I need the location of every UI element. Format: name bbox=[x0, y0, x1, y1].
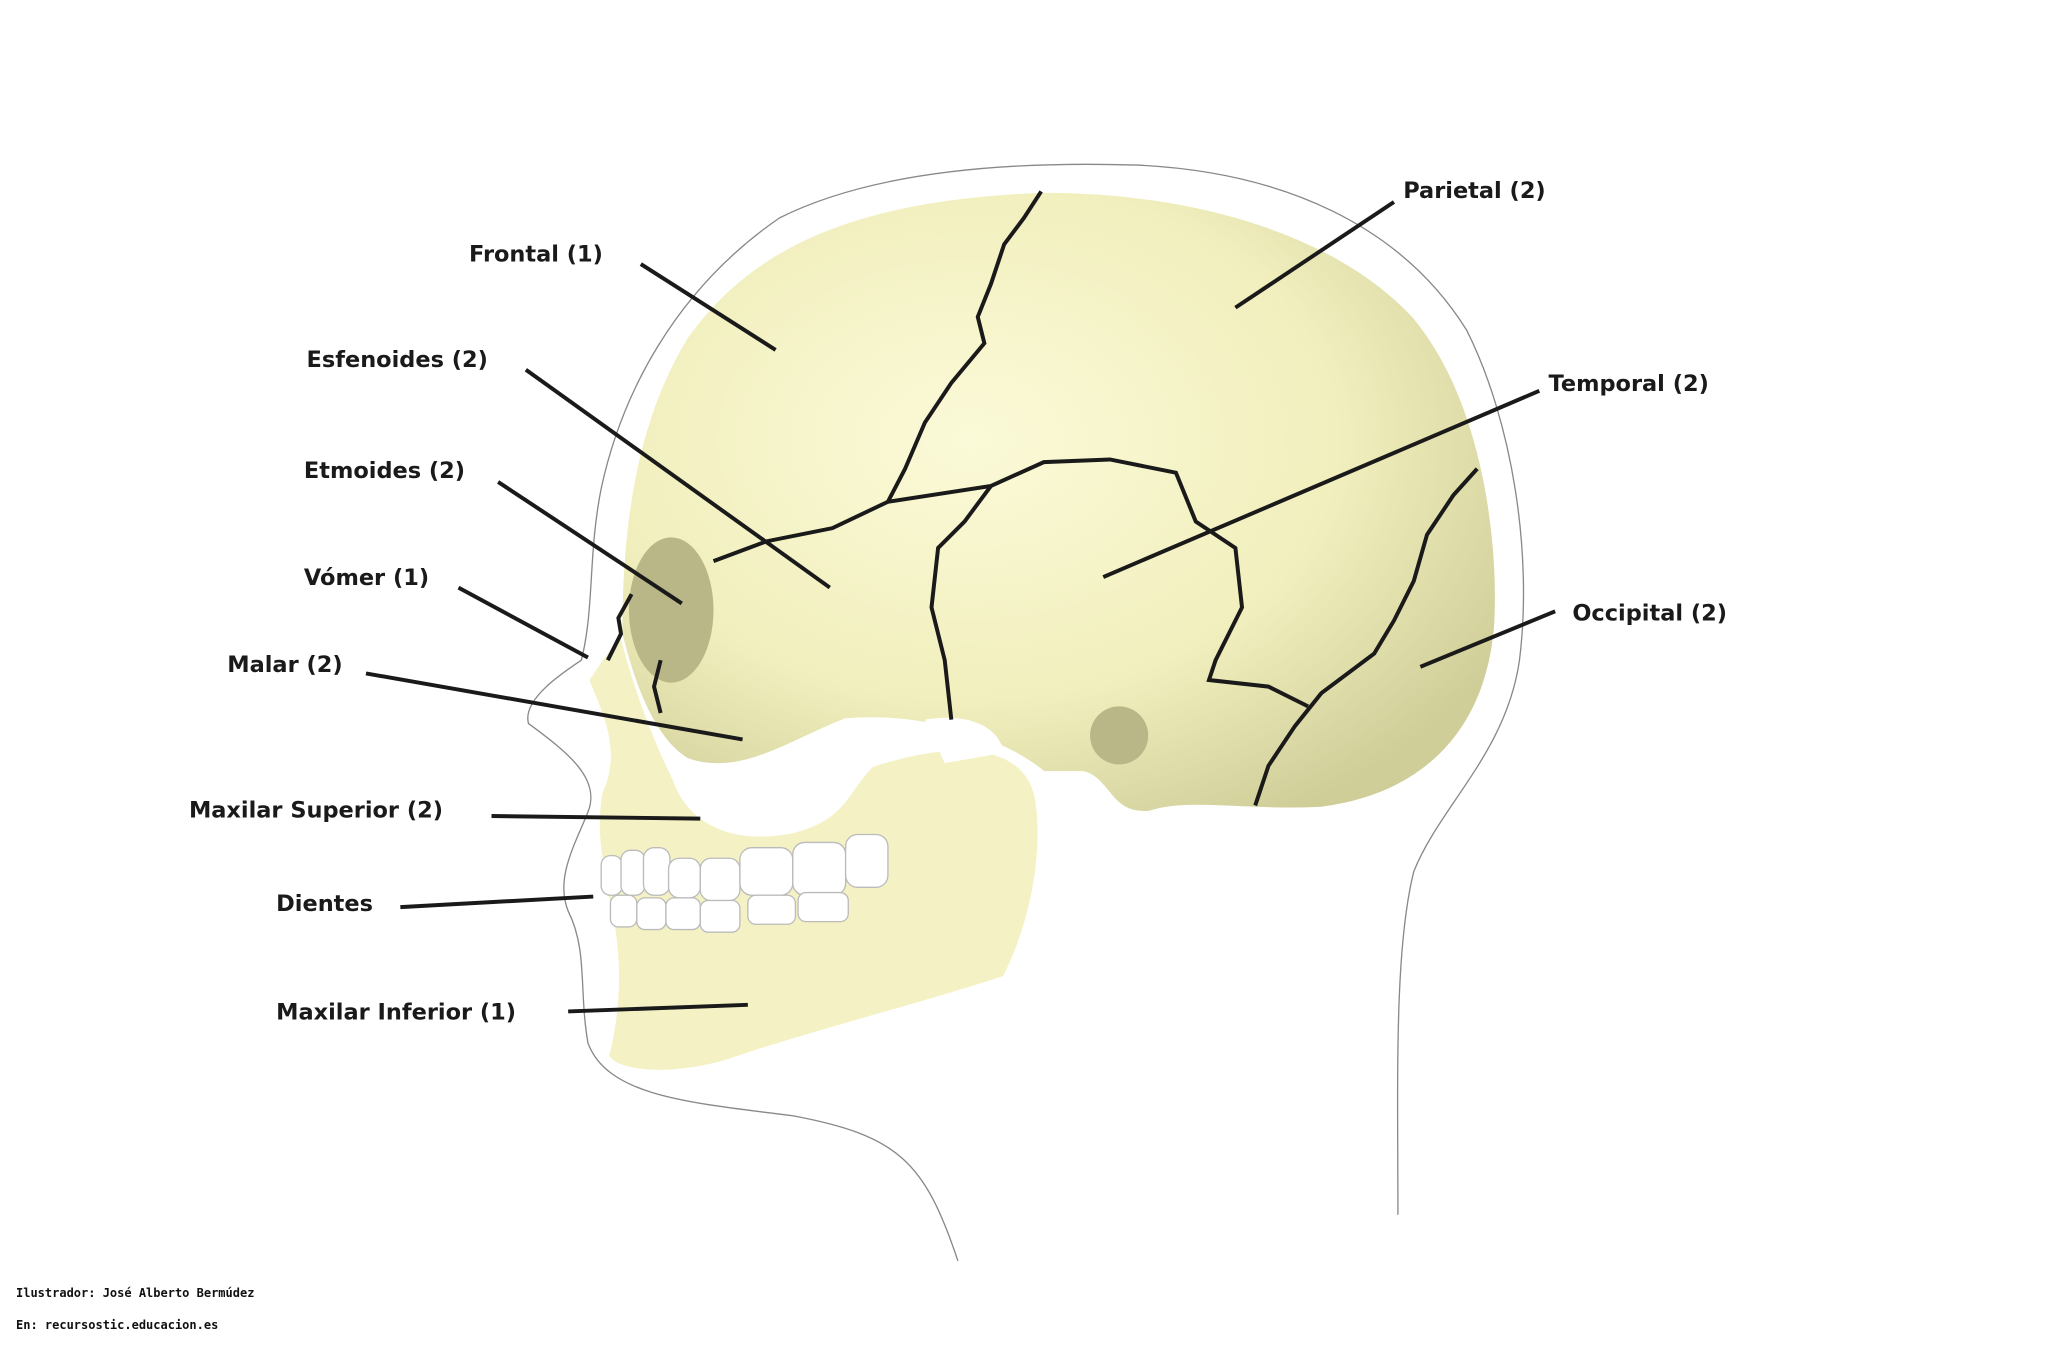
teeth bbox=[600, 833, 889, 933]
label-malar: Malar (2) bbox=[227, 652, 342, 678]
label-esfenoides: Esfenoides (2) bbox=[307, 347, 488, 373]
label-maxilar-inferior: Maxilar Inferior (1) bbox=[276, 999, 516, 1025]
label-frontal: Frontal (1) bbox=[469, 241, 603, 267]
illustrator-credit: Ilustrador: José Alberto Bermúdez bbox=[16, 1286, 255, 1300]
label-dientes: Dientes bbox=[276, 891, 373, 917]
head-outline bbox=[527, 163, 1525, 1262]
leader-lines bbox=[365, 200, 1556, 1014]
label-occipital: Occipital (2) bbox=[1572, 601, 1727, 627]
ear-canal bbox=[1090, 706, 1149, 765]
cranium bbox=[619, 190, 1498, 814]
eye-orbit bbox=[628, 537, 714, 683]
mandible-notch bbox=[924, 717, 1005, 764]
label-parietal: Parietal (2) bbox=[1403, 178, 1546, 204]
label-maxilar-superior: Maxilar Superior (2) bbox=[189, 797, 443, 823]
label-vomer: Vómer (1) bbox=[304, 565, 429, 591]
label-temporal: Temporal (2) bbox=[1549, 371, 1709, 397]
label-etmoides: Etmoides (2) bbox=[304, 458, 465, 484]
source-credit: En: recursostic.educacion.es bbox=[16, 1318, 219, 1332]
sutures bbox=[606, 190, 1479, 807]
